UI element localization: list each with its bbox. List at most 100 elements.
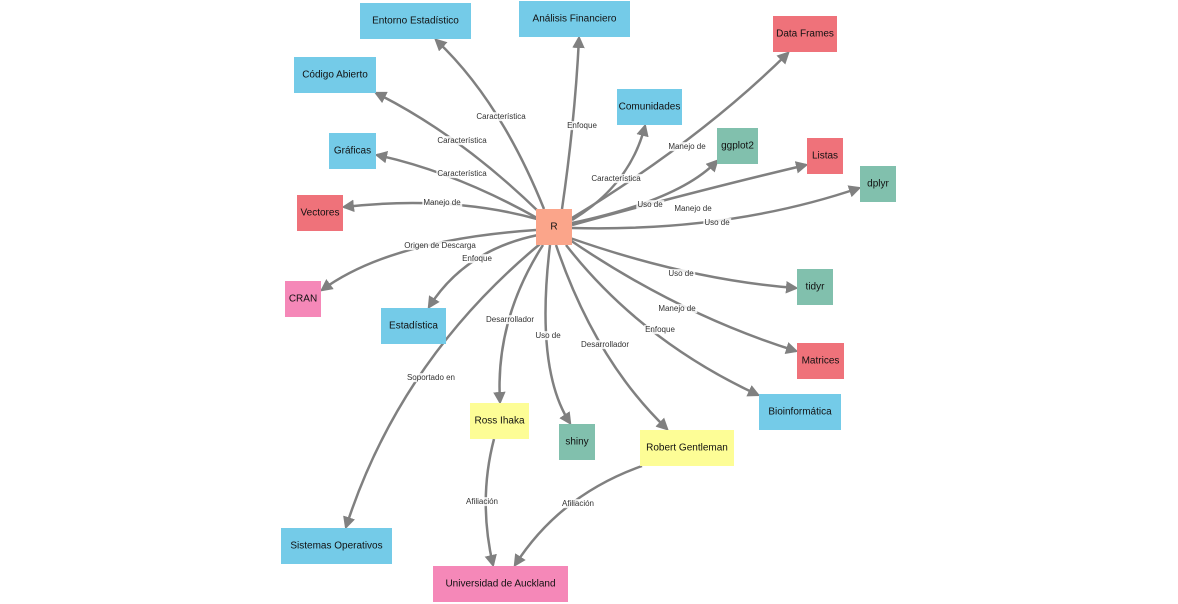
node-box[interactable] [433,566,568,602]
node-box[interactable] [285,281,321,317]
node-dataframes[interactable]: Data Frames [773,16,837,52]
node-listas[interactable]: Listas [807,138,843,174]
node-label: CRAN [289,294,317,305]
node-label: Robert Gentleman [646,443,728,454]
edge-r-to-robert [554,244,669,431]
node-shiny[interactable]: shiny [559,424,595,460]
node-box[interactable] [294,57,376,93]
edge-r-to-ggplot2 [571,159,719,225]
edge-r-to-shiny [544,244,572,426]
node-label: dplyr [867,179,889,190]
edge-label-r-to-comunidades: Característica [591,174,641,183]
node-box[interactable] [381,308,446,344]
node-box[interactable] [329,133,376,169]
edge-r-to-codigo [373,91,541,214]
node-analisis[interactable]: Análisis Financiero [519,1,630,37]
node-comunidades[interactable]: Comunidades [617,89,682,125]
node-label: Comunidades [619,102,681,113]
node-estadistica[interactable]: Estadística [381,308,446,344]
edge-label-r-to-sistemas: Soportado en [407,373,455,382]
node-entorno[interactable]: Entorno Estadístico [360,3,471,39]
edge-r-to-cran [319,228,537,292]
edge-r-to-bioinformatica [565,244,761,397]
edge-label-r-to-estadistica: Enfoque [462,254,492,263]
node-tidyr[interactable]: tidyr [797,269,833,305]
edge-label-r-to-matrices: Manejo de [658,304,696,313]
edge-label-background [405,373,457,383]
node-cran[interactable]: CRAN [285,281,321,317]
node-label: Análisis Financiero [533,14,617,25]
node-box[interactable] [797,269,833,305]
node-bioinformatica[interactable]: Bioinformática [759,394,841,430]
node-box[interactable] [536,209,572,245]
edge-label-background [667,142,708,152]
node-sistemas[interactable]: Sistemas Operativos [281,528,392,564]
edge-label-background [461,254,494,264]
node-box[interactable] [297,195,343,231]
edge-labels-layer: CaracterísticaCaracterísticaCaracterísti… [403,112,732,509]
node-auckland[interactable]: Universidad de Auckland [433,566,568,602]
edge-label-r-to-tidyr: Uso de [668,269,694,278]
node-ggplot2[interactable]: ggplot2 [717,128,758,164]
edge-label-r-to-listas: Manejo de [674,204,712,213]
edge-r-to-graficas [374,151,538,220]
node-ross[interactable]: Ross Ihaka [470,403,529,439]
node-label: Matrices [802,356,840,367]
edge-r-to-entorno [434,38,546,210]
node-matrices[interactable]: Matrices [797,343,844,379]
node-box[interactable] [640,430,734,466]
node-box[interactable] [759,394,841,430]
edge-label-r-to-vectores: Manejo de [423,198,461,207]
edge-label-r-to-cran: Origen de Descarga [404,241,476,250]
node-box[interactable] [281,528,392,564]
edge-label-r-to-codigo: Característica [437,136,487,145]
edge-label-background [436,136,489,146]
node-label: ggplot2 [721,141,754,152]
edge-label-background [436,169,489,179]
node-box[interactable] [470,403,529,439]
edge-label-r-to-graficas: Característica [437,169,487,178]
node-box[interactable] [519,1,630,37]
edge-r-to-sistemas [343,243,541,530]
node-label: R [550,222,557,233]
node-label: tidyr [806,282,826,293]
node-label: Sistemas Operativos [290,541,382,552]
edge-label-background [657,304,698,314]
node-graficas[interactable]: Gráficas [329,133,376,169]
node-label: shiny [565,437,588,448]
node-label: Estadística [389,321,438,332]
node-box[interactable] [797,343,844,379]
edge-label-background [534,331,563,341]
node-label: Gráficas [334,146,371,157]
edge-r-to-dataframes [571,51,790,220]
node-vectores[interactable]: Vectores [297,195,343,231]
edge-label-r-to-shiny: Uso de [535,331,561,340]
node-box[interactable] [860,166,896,202]
node-r[interactable]: R [536,209,572,245]
node-box[interactable] [360,3,471,39]
node-label: Bioinformática [768,407,832,418]
node-box[interactable] [807,138,843,174]
node-box[interactable] [773,16,837,52]
edge-label-background [636,200,665,210]
edge-label-r-to-bioinformatica: Enfoque [645,325,675,334]
node-box[interactable] [559,424,595,460]
node-dplyr[interactable]: dplyr [860,166,896,202]
edge-label-background [422,198,463,208]
edge-label-r-to-dplyr: Uso de [704,218,730,227]
edge-label-background [475,112,528,122]
edge-label-r-to-ggplot2: Uso de [637,200,663,209]
edge-r-to-matrices [569,238,799,355]
edge-label-background [644,325,677,335]
node-box[interactable] [717,128,758,164]
edge-label-background [590,174,643,184]
edge-label-robert-to-auckland: Afiliación [562,499,594,508]
node-box[interactable] [617,89,682,125]
edge-label-r-to-ross: Desarrollador [486,315,534,324]
node-codigo[interactable]: Código Abierto [294,57,376,93]
node-robert[interactable]: Robert Gentleman [640,430,734,466]
node-label: Universidad de Auckland [445,579,555,590]
edge-label-r-to-dataframes: Manejo de [668,142,706,151]
edge-label-ross-to-auckland: Afiliación [466,497,498,506]
